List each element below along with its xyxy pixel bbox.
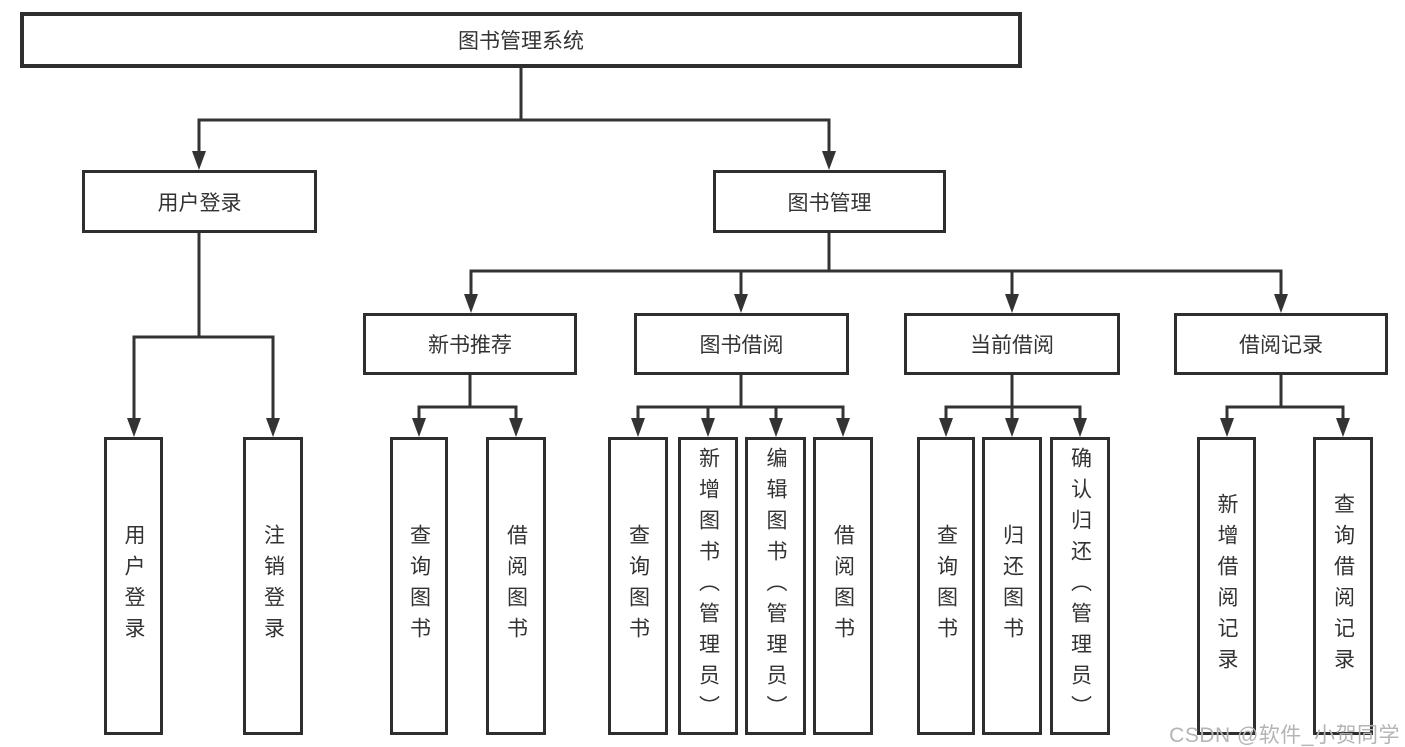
connector-user-login-to-children (132, 233, 275, 432)
arrowhead-icon (127, 418, 141, 437)
node-new-book-recommendation: 新书推荐 (363, 313, 577, 375)
leaf-return-books: 归还图书 (982, 437, 1042, 735)
node-library-management-system: 图书管理系统 (20, 12, 1022, 68)
arrowhead-icon (734, 294, 748, 313)
arrowhead-icon (701, 418, 715, 437)
node-label: 查询借阅记录 (1331, 493, 1355, 679)
node-label: 用户登录 (157, 191, 242, 215)
leaf-query-borrow-record: 查询借阅记录 (1313, 437, 1373, 735)
node-label: 归还图书 (1000, 524, 1024, 648)
arrowhead-icon (1005, 294, 1019, 313)
leaf-query-books-recommend: 查询图书 (390, 437, 448, 735)
arrowhead-icon (412, 418, 426, 437)
connector-new-book-to-children (417, 374, 518, 432)
leaf-add-books-admin: 新增图书（管理员） (678, 437, 738, 735)
connector-lines (132, 68, 1345, 432)
node-label: 图书管理 (787, 191, 872, 215)
node-label: 当前借阅 (970, 334, 1054, 357)
arrowhead-icon (836, 418, 850, 437)
connector-root-to-level2 (197, 68, 831, 166)
arrowhead-icon (192, 151, 206, 170)
leaf-edit-books-admin: 编辑图书（管理员） (745, 437, 806, 735)
arrowhead-icon (1336, 418, 1350, 437)
node-label: 用户登录 (122, 524, 145, 648)
connector-book-borrow-to-children (636, 374, 845, 432)
leaf-add-borrow-record: 新增借阅记录 (1197, 437, 1256, 735)
leaf-confirm-return-admin: 确认归还（管理员） (1050, 437, 1110, 735)
node-current-borrowing: 当前借阅 (904, 313, 1120, 375)
arrowhead-icon (464, 294, 478, 313)
arrowhead-icon (822, 151, 836, 170)
arrowhead-icon (1005, 418, 1019, 437)
node-label: 借阅记录 (1239, 334, 1323, 357)
leaf-query-books-current: 查询图书 (917, 437, 975, 735)
node-label: 确认归还（管理员） (1068, 446, 1092, 726)
node-label: 注销登录 (261, 524, 285, 648)
node-label: 新增借阅记录 (1215, 493, 1238, 679)
leaf-user-login: 用户登录 (104, 437, 163, 735)
connector-arrowheads (127, 151, 1350, 437)
leaf-borrow-books-recommend: 借阅图书 (486, 437, 546, 735)
arrowhead-icon (509, 418, 523, 437)
arrowhead-icon (939, 418, 953, 437)
arrowhead-icon (266, 418, 280, 437)
node-label: 新书推荐 (428, 334, 512, 357)
node-label: 借阅图书 (504, 524, 528, 648)
node-user-login: 用户登录 (82, 170, 317, 233)
node-label: 编辑图书（管理员） (764, 446, 787, 726)
arrowhead-icon (1220, 418, 1234, 437)
arrowhead-icon (1274, 294, 1288, 313)
leaf-query-books-borrow: 查询图书 (608, 437, 668, 735)
node-label: 查询图书 (934, 524, 958, 648)
csdn-watermark: CSDN @软件_小贺同学 (1169, 724, 1400, 747)
connector-borrow-records-to-children (1225, 374, 1345, 432)
arrowhead-icon (1073, 418, 1087, 437)
node-label: 图书借阅 (699, 334, 784, 357)
connector-book-management-to-level3 (469, 233, 1283, 309)
node-label: 查询图书 (626, 524, 650, 648)
node-book-borrowing: 图书借阅 (634, 313, 849, 375)
node-label: 新增图书（管理员） (696, 446, 720, 726)
node-borrowing-records: 借阅记录 (1174, 313, 1388, 375)
leaf-logout: 注销登录 (243, 437, 303, 735)
arrowhead-icon (631, 418, 645, 437)
node-book-management: 图书管理 (713, 170, 946, 233)
node-label: 查询图书 (407, 524, 431, 648)
node-label: 借阅图书 (831, 524, 855, 648)
node-label: 图书管理系统 (458, 30, 584, 53)
arrowhead-icon (769, 418, 783, 437)
leaf-borrow-books: 借阅图书 (813, 437, 873, 735)
